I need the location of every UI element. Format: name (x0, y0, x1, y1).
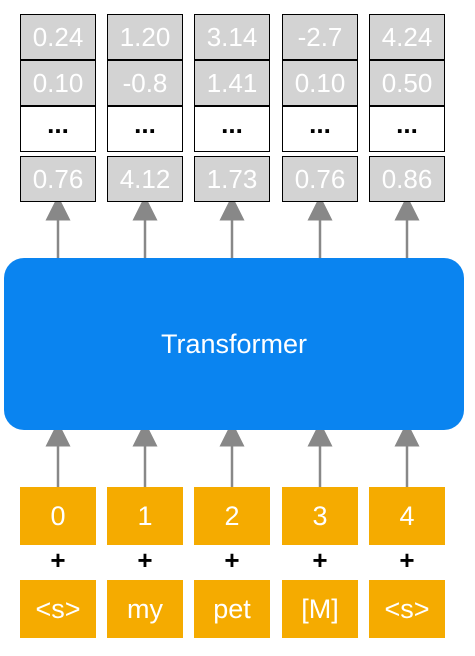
position-box: 2 (194, 487, 270, 545)
output-cell: 0.76 (282, 156, 358, 202)
token-box: <s> (20, 580, 96, 638)
plus-sign: + (137, 545, 153, 575)
output-cell: 0.50 (369, 60, 445, 106)
output-cell: 1.41 (194, 60, 270, 106)
plus-sign: + (50, 545, 66, 575)
position-box: 0 (20, 487, 96, 545)
ellipsis-cell: ... (107, 106, 183, 152)
ellipsis-cell: ... (369, 106, 445, 152)
output-cell: 4.24 (369, 14, 445, 60)
ellipsis-cell: ... (194, 106, 270, 152)
position-box: 3 (282, 487, 358, 545)
transformer-label: Transformer (160, 328, 308, 359)
plus-sign: + (224, 545, 240, 575)
output-cell: 0.76 (20, 156, 96, 202)
token-box: my (107, 580, 183, 638)
output-cell: -2.7 (282, 14, 358, 60)
output-cell: 0.10 (282, 60, 358, 106)
position-box: 4 (369, 487, 445, 545)
output-cell: -0.8 (107, 60, 183, 106)
output-cell: 0.24 (20, 14, 96, 60)
position-box: 1 (107, 487, 183, 545)
ellipsis-cell: ... (20, 106, 96, 152)
plus-sign: + (312, 545, 328, 575)
output-cell: 0.10 (20, 60, 96, 106)
plus-sign: + (399, 545, 415, 575)
output-cell: 0.86 (369, 156, 445, 202)
token-box: [M] (282, 580, 358, 638)
ellipsis-cell: ... (282, 106, 358, 152)
output-cell: 4.12 (107, 156, 183, 202)
output-cell: 1.73 (194, 156, 270, 202)
token-box: <s> (369, 580, 445, 638)
token-box: pet (194, 580, 270, 638)
transformer-block: Transformer (4, 258, 464, 430)
output-cell: 3.14 (194, 14, 270, 60)
output-cell: 1.20 (107, 14, 183, 60)
